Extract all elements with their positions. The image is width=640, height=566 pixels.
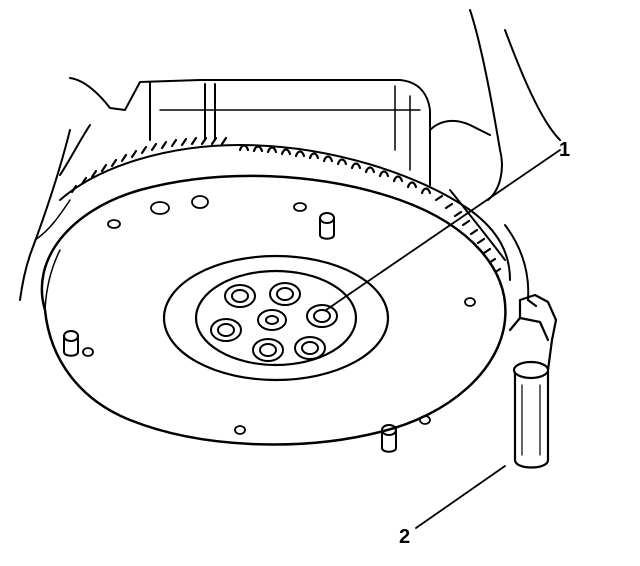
flywheel-holes	[82, 195, 476, 435]
leader-line-2	[415, 465, 506, 529]
bolt	[224, 284, 256, 308]
flywheel-holding-tool	[508, 293, 558, 469]
pilot-bore	[257, 309, 287, 331]
ring-gear-teeth	[70, 136, 502, 275]
dowel-pins	[63, 212, 397, 453]
callout-label-1: 1	[559, 139, 571, 161]
leader-lines	[325, 149, 561, 529]
bolt	[210, 318, 242, 342]
bolt	[306, 304, 338, 328]
leader-line-1	[325, 149, 561, 311]
engine-block	[19, 9, 561, 301]
bolt	[269, 282, 301, 306]
flywheel-bolts	[210, 282, 338, 362]
flywheel-hub	[162, 254, 390, 382]
bolt	[294, 336, 326, 360]
callout-label-2: 2	[399, 526, 411, 548]
bolt	[252, 338, 284, 362]
ring-gear	[59, 136, 511, 281]
